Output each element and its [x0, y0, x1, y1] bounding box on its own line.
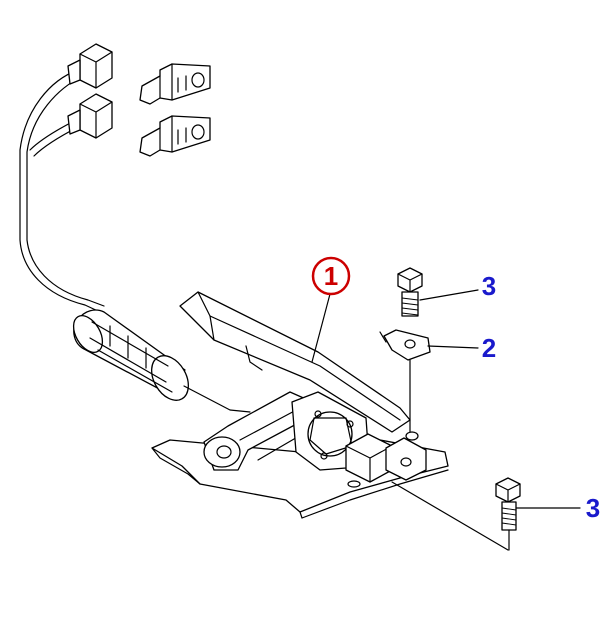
connector-block: [345, 433, 427, 483]
bolt-icon: [495, 477, 521, 551]
clip-icon: [379, 329, 431, 361]
sensor-cylinder: [72, 309, 251, 413]
callout-2: 2: [482, 333, 496, 363]
assembly-lines: [391, 359, 509, 551]
callout-3-lower: 3: [586, 493, 600, 523]
connector-icon: [67, 43, 113, 89]
callout-label: 1: [324, 261, 338, 291]
callout-1: 1: [311, 256, 351, 296]
callout-label: 3: [586, 493, 600, 523]
bolt-icon: [397, 267, 423, 317]
callout-label: 3: [482, 271, 496, 301]
terminal-icon: [139, 63, 211, 105]
connector-icon: [67, 93, 113, 139]
callout-3-upper: 3: [482, 271, 496, 301]
leader-lines: [311, 289, 581, 509]
terminal-icon: [139, 115, 211, 157]
callout-label: 2: [482, 333, 496, 363]
